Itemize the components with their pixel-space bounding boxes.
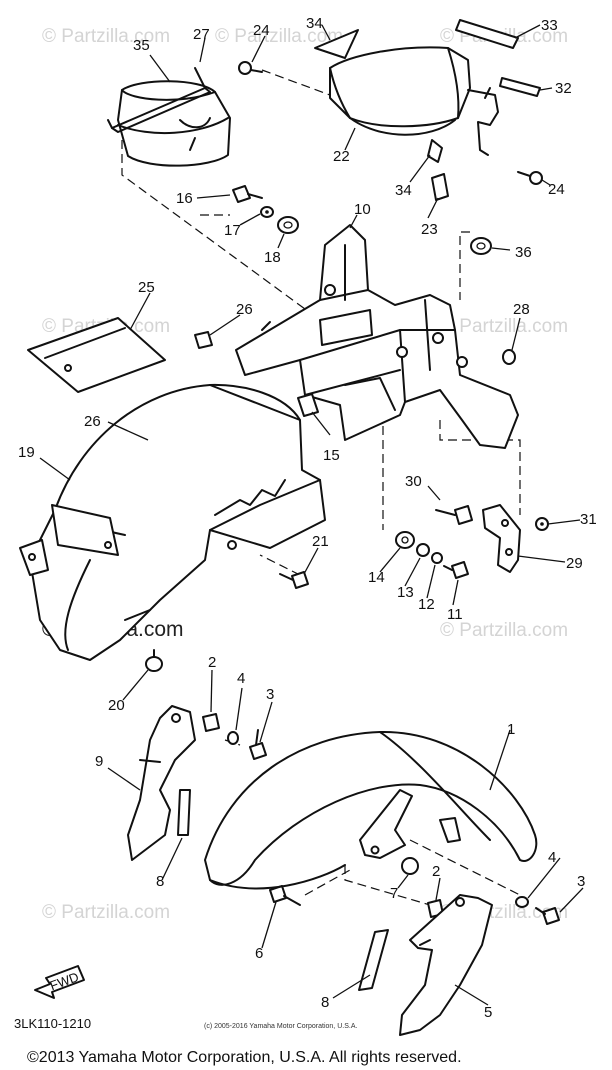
part-14-grommet	[395, 531, 415, 549]
diagram-code: 3LK110-1210	[14, 1016, 91, 1031]
callout-19: 19	[18, 444, 35, 461]
callout-16: 16	[176, 190, 193, 207]
callout-numbers: 27 35 24 34 33 32 22 34 24 16 17 18 10 2…	[18, 15, 597, 1021]
callout-4: 4	[548, 849, 556, 866]
part-3-bolt-lower	[535, 907, 560, 925]
callout-2: 2	[208, 654, 216, 671]
callout-28: 28	[513, 301, 530, 318]
callout-17: 17	[224, 222, 241, 239]
callout-24: 24	[253, 22, 270, 39]
callout-9: 9	[95, 753, 103, 770]
callout-3: 3	[577, 873, 585, 890]
callout-4: 4	[237, 670, 245, 687]
callout-18: 18	[264, 249, 281, 266]
part-11-bolt	[443, 561, 469, 579]
watermark: © Partzilla.com	[42, 26, 170, 47]
fwd-arrow: FWD	[34, 965, 85, 999]
callout-11: 11	[447, 606, 463, 623]
part-18-grommet	[277, 216, 299, 234]
part-15-clip	[297, 393, 319, 417]
callout-36: 36	[515, 244, 532, 261]
part-17-washer	[260, 206, 274, 218]
part-12-washer	[431, 552, 443, 564]
callout-3: 3	[266, 686, 274, 703]
callout-13: 13	[397, 584, 414, 601]
fwd-label: FWD	[48, 969, 81, 993]
callout-21: 21	[312, 533, 329, 550]
callout-34: 34	[306, 15, 323, 32]
watermark: © Partzilla.com	[440, 620, 568, 641]
part-4-washer-upper	[227, 731, 239, 745]
part-32-clip	[499, 77, 541, 97]
part-25-plate	[27, 317, 166, 393]
callout-6: 6	[255, 945, 263, 962]
part-10-frame	[235, 224, 519, 449]
callout-31: 31	[580, 511, 597, 528]
part-27-strap	[107, 67, 211, 133]
callout-2: 2	[432, 863, 440, 880]
callout-24: 24	[548, 181, 565, 198]
callout-15: 15	[323, 447, 340, 464]
callout-30: 30	[405, 473, 422, 490]
callout-32: 32	[555, 80, 572, 97]
callout-23: 23	[421, 221, 438, 238]
watermark: © Partzilla.com	[440, 316, 568, 337]
callout-29: 29	[566, 555, 583, 572]
part-20-nut	[145, 649, 163, 672]
part-3-bolt-upper	[249, 729, 267, 760]
callout-33: 33	[541, 17, 558, 34]
callout-12: 12	[418, 596, 435, 613]
part-8-strip-right	[358, 929, 389, 991]
part-24-bolt-top	[238, 61, 263, 75]
part-29-bracket	[482, 504, 521, 573]
cowl-bracket	[467, 87, 499, 156]
part-26-clip-upper	[194, 331, 213, 349]
leader-lines	[39, 24, 584, 1006]
part-5-stay	[399, 894, 493, 1036]
part-22-cowl	[329, 46, 471, 136]
callout-8: 8	[321, 994, 329, 1011]
part-4-washer-lower	[515, 896, 529, 908]
part-30-bolt	[435, 505, 473, 525]
part-33-strip	[455, 19, 519, 49]
callout-20: 20	[108, 697, 125, 714]
callout-25: 25	[138, 279, 155, 296]
small-copyright: (c) 2005-2016 Yamaha Motor Corporation, …	[204, 1023, 357, 1030]
part-24-bolt-right	[517, 171, 543, 185]
part-16-bolt	[232, 185, 263, 203]
part-35-box	[117, 80, 231, 167]
part-9-stay	[127, 705, 196, 861]
callout-27: 27	[193, 26, 210, 43]
callout-7: 7	[390, 885, 398, 902]
callout-26: 26	[84, 413, 101, 430]
part-34-lower	[427, 139, 443, 163]
callout-10: 10	[354, 201, 371, 218]
callout-5: 5	[484, 1004, 492, 1021]
callout-35: 35	[133, 37, 150, 54]
part-23	[431, 173, 449, 201]
part-1-front-fender	[204, 730, 538, 890]
watermark: © Partzilla.com	[215, 26, 343, 47]
part-19-rear-fender	[19, 383, 326, 661]
part-8-strip-left	[177, 789, 191, 836]
part-36-grommet	[470, 237, 492, 255]
part-6-bolt	[269, 885, 301, 906]
part-31-washer	[535, 517, 549, 531]
copyright-notice: ©2013 Yamaha Motor Corporation, U.S.A. A…	[27, 1049, 462, 1066]
callout-1: 1	[507, 721, 515, 738]
part-34-top	[314, 29, 359, 59]
callout-8: 8	[156, 873, 164, 890]
part-13-washer	[416, 543, 430, 557]
part-21-bolt	[279, 571, 309, 589]
callout-34: 34	[395, 182, 412, 199]
part-28-nut	[502, 349, 516, 365]
callout-22: 22	[333, 148, 350, 165]
part-2-clip-upper	[202, 713, 220, 732]
part-7-nut	[401, 857, 419, 875]
watermark: © Partzilla.com	[42, 902, 170, 923]
callout-26: 26	[236, 301, 253, 318]
callout-14: 14	[368, 569, 385, 586]
